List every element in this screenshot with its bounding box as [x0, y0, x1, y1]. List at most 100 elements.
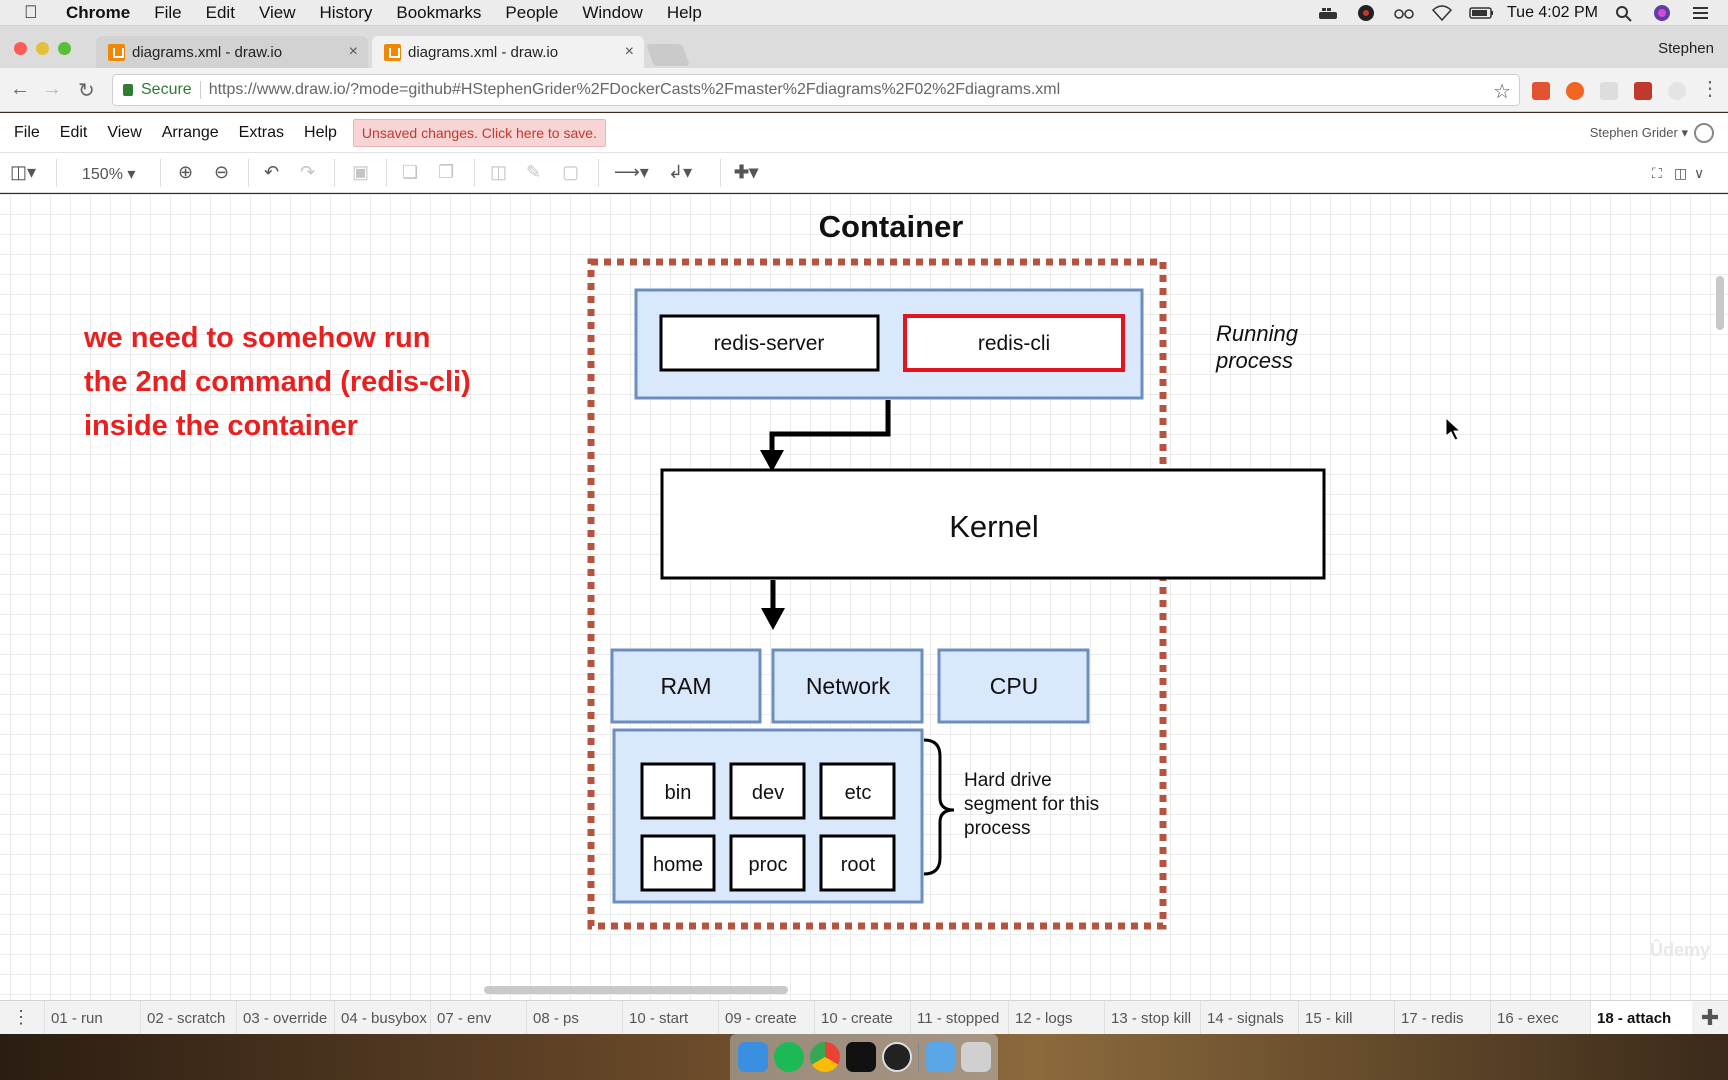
- connection-style-icon[interactable]: ⟶▾: [614, 162, 649, 182]
- folder-proc-box[interactable]: [729, 834, 806, 892]
- trash-icon[interactable]: [960, 1042, 991, 1072]
- page-tab[interactable]: 09 - create: [718, 1001, 814, 1035]
- container-title[interactable]: Container: [819, 209, 964, 244]
- page-tab[interactable]: 07 - env: [430, 1001, 526, 1035]
- browser-tab[interactable]: diagrams.xml - draw.io ×: [96, 36, 368, 68]
- notification-center-icon[interactable]: [1690, 4, 1712, 22]
- page-tab[interactable]: 16 - exec: [1490, 1001, 1590, 1035]
- folder-root-box[interactable]: [819, 834, 896, 892]
- menu-app-name[interactable]: Chrome: [66, 2, 131, 22]
- glasses-icon[interactable]: [1393, 4, 1415, 22]
- add-page-icon[interactable]: ✚: [1700, 1005, 1720, 1030]
- user-menu[interactable]: Stephen Grider ▾: [1589, 125, 1688, 140]
- chrome-icon[interactable]: [809, 1042, 840, 1072]
- page-tab[interactable]: 15 - kill: [1298, 1001, 1394, 1035]
- pages-menu-icon[interactable]: ⋮: [12, 1007, 30, 1027]
- shadow-icon[interactable]: ▢: [562, 162, 580, 182]
- docker-icon[interactable]: [1317, 4, 1339, 22]
- container-boundary[interactable]: [587, 258, 1167, 930]
- page-tab[interactable]: 02 - scratch: [140, 1001, 236, 1035]
- to-back-icon[interactable]: ❐: [438, 162, 455, 182]
- to-front-icon[interactable]: ❏: [402, 162, 419, 182]
- diagram-canvas[interactable]: we need to somehow run the 2nd command (…: [0, 194, 1728, 1000]
- menubar-clock[interactable]: Tue 4:02 PM: [1506, 4, 1598, 21]
- terminal-icon[interactable]: [845, 1042, 876, 1072]
- reload-icon[interactable]: ↻: [78, 80, 95, 102]
- page-tab[interactable]: 10 - start: [622, 1001, 718, 1035]
- extension-icon[interactable]: [1668, 82, 1686, 100]
- menu-file[interactable]: File: [154, 2, 182, 22]
- drawio-menu-file[interactable]: File: [14, 123, 40, 141]
- page-tab[interactable]: 08 - ps: [526, 1001, 622, 1035]
- redo-icon[interactable]: ↷: [300, 162, 316, 182]
- folder-home-box[interactable]: [640, 834, 716, 892]
- format-panel-icon[interactable]: ◫: [1674, 165, 1688, 181]
- extension-css-icon[interactable]: [1600, 82, 1618, 100]
- line-color-icon[interactable]: ✎: [526, 162, 542, 182]
- waypoints-icon[interactable]: ↲▾: [668, 162, 693, 182]
- annotation-note-text[interactable]: we need to somehow run the 2nd command (…: [84, 322, 471, 442]
- page-tab[interactable]: 01 - run: [44, 1001, 140, 1035]
- downloads-folder-icon[interactable]: [924, 1042, 955, 1072]
- spotlight-search-icon[interactable]: [1614, 4, 1636, 22]
- url-text[interactable]: https://www.draw.io/?mode=github#HStephe…: [208, 81, 1061, 98]
- collapse-toolbar-icon[interactable]: ∨: [1694, 165, 1705, 181]
- address-bar[interactable]: Secure https://www.draw.io/?mode=github#…: [112, 74, 1520, 106]
- drawio-menu-edit[interactable]: Edit: [59, 123, 88, 141]
- folder-bin-box[interactable]: [640, 762, 716, 820]
- cpu-box[interactable]: [937, 648, 1090, 724]
- close-tab-icon[interactable]: ×: [624, 43, 634, 60]
- page-tab[interactable]: 13 - stop kill: [1104, 1001, 1200, 1035]
- finder-icon[interactable]: [737, 1042, 768, 1072]
- ram-box[interactable]: [610, 648, 762, 724]
- folder-etc-box[interactable]: [819, 762, 896, 820]
- obs-icon[interactable]: [1355, 4, 1377, 22]
- close-tab-icon[interactable]: ×: [348, 43, 358, 60]
- language-globe-icon[interactable]: [1694, 123, 1714, 143]
- page-tab[interactable]: 04 - busybox: [334, 1001, 430, 1035]
- extension-shield-icon[interactable]: [1634, 82, 1652, 100]
- zoom-window-button[interactable]: [58, 42, 71, 55]
- page-tab[interactable]: 11 - stopped: [910, 1001, 1008, 1035]
- kernel-box[interactable]: [660, 468, 1326, 580]
- page-tab[interactable]: 03 - override: [236, 1001, 334, 1035]
- chrome-menu-icon[interactable]: ⋮: [1700, 78, 1720, 100]
- obs-icon[interactable]: [881, 1042, 912, 1072]
- siri-icon[interactable]: [1652, 4, 1674, 22]
- forward-arrow-icon[interactable]: →: [42, 78, 62, 100]
- format-panel-toggle-icon[interactable]: ◫▾: [10, 162, 37, 182]
- zoom-out-icon[interactable]: ⊖: [214, 162, 230, 182]
- drawio-menu-help[interactable]: Help: [304, 123, 337, 141]
- drawio-menu-arrange[interactable]: Arrange: [161, 123, 219, 141]
- browser-tab-active[interactable]: diagrams.xml - draw.io ×: [372, 36, 644, 68]
- undo-icon[interactable]: ↶: [264, 162, 280, 182]
- page-tab[interactable]: 14 - signals: [1200, 1001, 1298, 1035]
- profile-name[interactable]: Stephen: [1658, 40, 1714, 57]
- new-tab-button[interactable]: [645, 44, 691, 66]
- menu-people[interactable]: People: [505, 2, 559, 22]
- page-tab[interactable]: 12 - logs: [1008, 1001, 1104, 1035]
- insert-plus-icon[interactable]: ✚▾: [734, 162, 759, 182]
- zoom-in-icon[interactable]: ⊕: [178, 162, 194, 182]
- wifi-icon[interactable]: [1431, 4, 1453, 22]
- network-box[interactable]: [771, 648, 924, 724]
- menu-window[interactable]: Window: [582, 2, 643, 22]
- battery-icon[interactable]: [1469, 4, 1493, 22]
- fullscreen-icon[interactable]: ⛶: [1652, 165, 1662, 181]
- arrow-process-to-kernel[interactable]: [769, 400, 891, 462]
- bookmark-star-icon[interactable]: ☆: [1493, 81, 1511, 103]
- redis-server-box[interactable]: [659, 314, 880, 372]
- drawio-menu-extras[interactable]: Extras: [238, 123, 285, 141]
- menu-edit[interactable]: Edit: [205, 2, 235, 22]
- drawio-menu-view[interactable]: View: [107, 123, 142, 141]
- close-window-button[interactable]: [14, 42, 27, 55]
- back-arrow-icon[interactable]: ←: [10, 78, 30, 100]
- unsaved-changes-button[interactable]: Unsaved changes. Click here to save.: [352, 118, 606, 147]
- zoom-select[interactable]: 150% ▾: [82, 166, 136, 183]
- page-tab[interactable]: 18 - attach: [1590, 1001, 1692, 1035]
- page-tab[interactable]: 17 - redis: [1394, 1001, 1490, 1035]
- menu-help[interactable]: Help: [666, 2, 702, 22]
- spotify-icon[interactable]: [773, 1042, 804, 1072]
- menu-view[interactable]: View: [258, 2, 296, 22]
- extension-icon[interactable]: [1532, 82, 1550, 100]
